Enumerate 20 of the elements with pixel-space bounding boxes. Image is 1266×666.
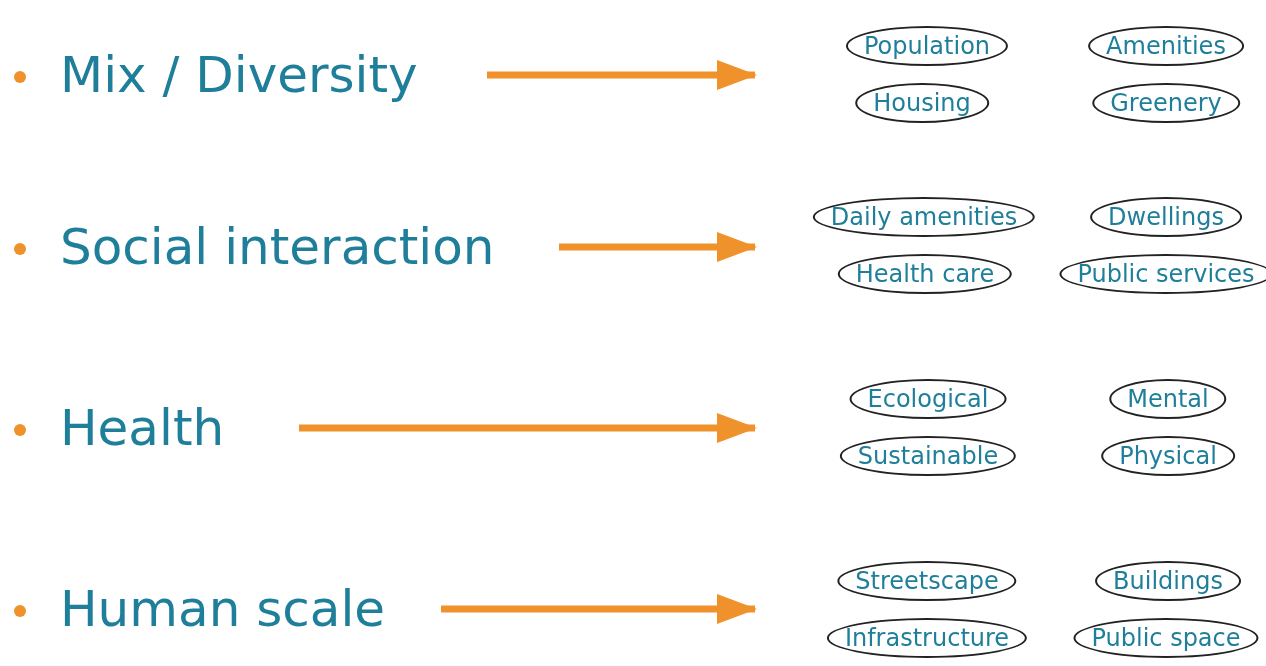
keyword-ellipse: Amenities — [1088, 26, 1244, 66]
keyword-ellipse: Dwellings — [1090, 197, 1242, 237]
keyword-ellipse: Sustainable — [839, 436, 1017, 476]
topic-heading: Mix / Diversity — [60, 45, 487, 105]
topic-heading: Human scale — [60, 579, 441, 639]
topic-heading: Social interaction — [60, 217, 559, 277]
keyword-ellipse: Housing — [855, 83, 989, 123]
keyword-ellipse: Greenery — [1092, 83, 1240, 123]
topic-heading: Health — [60, 398, 299, 458]
keyword-ellipse: Population — [845, 26, 1009, 66]
keyword-ellipse: Infrastructure — [826, 618, 1028, 658]
keyword-ellipse: Mental — [1109, 379, 1227, 419]
keyword-ellipse: Public space — [1073, 618, 1259, 658]
keyword-ellipse: Physical — [1101, 436, 1235, 476]
keyword-ellipse: Streetscape — [837, 561, 1017, 601]
keyword-ellipse: Health care — [837, 254, 1013, 294]
keyword-ellipse: Ecological — [849, 379, 1007, 419]
keyword-ellipse: Daily amenities — [812, 197, 1036, 237]
keyword-ellipse: Public services — [1059, 254, 1266, 294]
keyword-ellipse: Buildings — [1095, 561, 1241, 601]
